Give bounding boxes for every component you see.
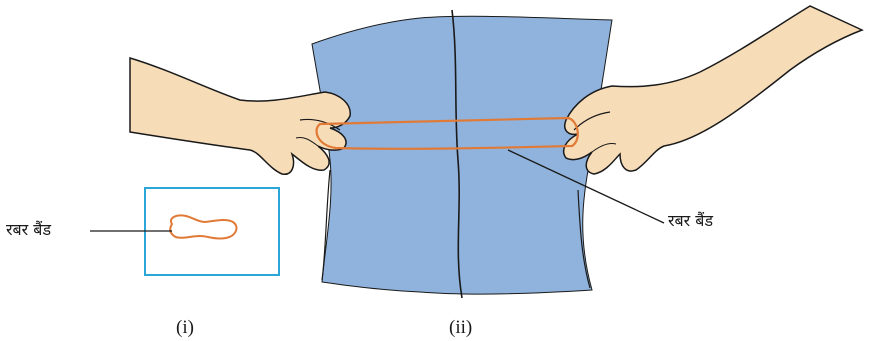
- caption-panel-ii: (ii): [449, 318, 472, 337]
- relaxed-rubber-band: [170, 215, 236, 238]
- panel-i: [90, 188, 279, 275]
- rubber-band-label-left: रबर बैंड: [6, 222, 51, 238]
- caption-panel-i: (i): [176, 318, 194, 337]
- rubber-band-label-right: रबर बैंड: [668, 213, 713, 229]
- panel-ii: [130, 6, 862, 298]
